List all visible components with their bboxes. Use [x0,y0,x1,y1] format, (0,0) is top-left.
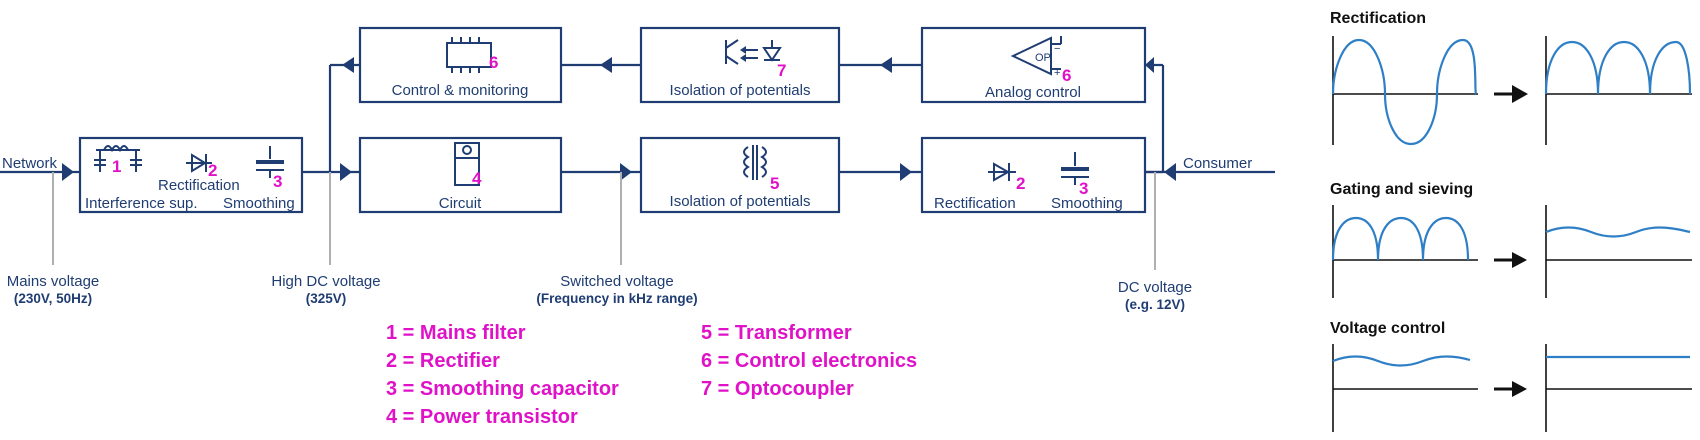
label-isolation-top: Isolation of potentials [670,82,811,99]
marker-smoothing: 3 [273,172,282,191]
transformer-block: 5 Isolation of potentials [639,136,841,214]
label-isolation-bottom: Isolation of potentials [670,193,811,210]
mains-voltage-label: Mains voltage [7,273,100,290]
label-smoothing: Smoothing [223,195,295,212]
legend-item-transformer: 5 = Transformer [701,322,852,344]
label-rectification: Rectification [158,177,240,194]
waveform-gating-sieving: Gating and sieving [1330,181,1692,298]
waveform-title-rectification: Rectification [1330,10,1426,27]
legend-item-smoothing-capacitor: 3 = Smoothing capacitor [386,378,619,400]
label-output-rectification: Rectification [934,195,1016,212]
dc-voltage-label: DC voltage [1118,279,1192,296]
waveform-title-gating: Gating and sieving [1330,181,1473,198]
output-rectifier-diode-icon [988,162,1016,182]
legend-item-rectifier: 2 = Rectifier [386,350,500,372]
analog-control-block: OP − + 6 Analog control [920,26,1147,104]
op-amp-label: OP [1035,52,1051,64]
label-circuit: Circuit [439,195,482,212]
mains-voltage-value: (230V, 50Hz) [14,291,92,306]
marker-control-electronics: 6 [489,53,498,72]
label-analog-control: Analog control [985,84,1081,101]
marker-rectifier: 2 [208,161,217,180]
legend-item-optocoupler: 7 = Optocoupler [701,378,854,400]
consumer-label: Consumer [1183,155,1252,172]
measurement-labels: Mains voltage (230V, 50Hz) High DC volta… [7,273,1192,312]
waveform-voltage-control: Voltage control [1330,320,1692,432]
marker-output-smoothing: 3 [1079,179,1088,198]
mains-filter-icon [94,145,142,172]
marker-output-rectifier: 2 [1016,174,1025,193]
legend-item-power-transistor: 4 = Power transistor [386,406,578,428]
label-output-smoothing: Smoothing [1051,195,1123,212]
label-control-monitoring: Control & monitoring [392,82,529,99]
legend: 1 = Mains filter 2 = Rectifier 3 = Smoot… [386,322,917,428]
op-amp-plus: + [1054,67,1060,79]
high-dc-voltage-label: High DC voltage [271,273,380,290]
output-stage-block: 2 3 Rectification Smoothing [920,136,1147,214]
circuit-block: 4 Circuit [358,136,563,214]
marker-analog-control: 6 [1062,66,1071,85]
measurement-guides [52,172,1156,270]
power-transistor-icon [454,142,480,186]
control-monitoring-block: 6 Control & monitoring [358,26,563,104]
dc-voltage-value: (e.g. 12V) [1125,297,1185,312]
switched-voltage-value: (Frequency in kHz range) [536,291,697,306]
output-smoothing-capacitor-icon [1061,152,1089,185]
rectifier-diode-icon [186,153,212,173]
optocoupler-icon [725,39,782,65]
optocoupler-block: 7 Isolation of potentials [639,26,841,104]
network-label: Network [2,155,58,172]
waveform-rectification: Rectification [1330,10,1692,146]
op-amp-icon [1010,36,1062,76]
input-stage-block: 1 2 3 Rectification Interference sup. Sm… [78,136,304,214]
high-dc-voltage-value: (325V) [306,291,347,306]
label-interference: Interference sup. [85,195,198,212]
power-path [0,163,1275,181]
marker-transformer: 5 [770,174,779,193]
transformer-icon [743,145,767,180]
control-chip-icon [446,37,492,73]
smoothing-capacitor-icon [256,146,284,178]
waveform-title-voltage-control: Voltage control [1330,320,1445,337]
switched-voltage-label: Switched voltage [560,273,673,290]
marker-optocoupler: 7 [777,61,786,80]
marker-mains-filter: 1 [112,157,121,176]
legend-item-mains-filter: 1 = Mains filter [386,322,526,344]
marker-power-transistor: 4 [472,169,482,188]
feedback-path [328,57,1165,174]
legend-item-control-electronics: 6 = Control electronics [701,350,917,372]
op-amp-minus: − [1054,43,1060,55]
